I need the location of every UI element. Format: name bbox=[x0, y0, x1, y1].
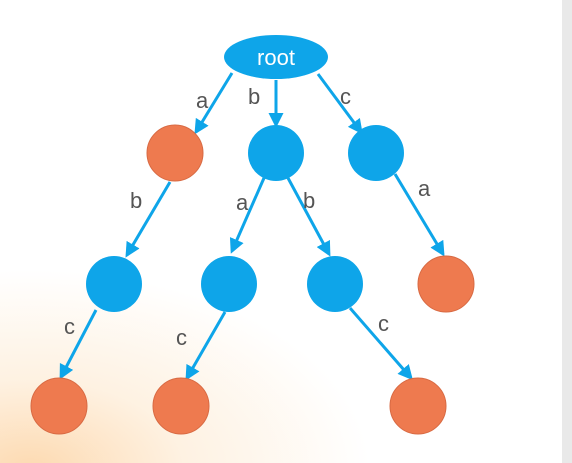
node-b bbox=[248, 125, 304, 181]
edge-a-b bbox=[125, 181, 172, 258]
node-bac-terminal bbox=[152, 377, 210, 435]
right-edge-strip bbox=[562, 0, 572, 463]
edge-b-b bbox=[286, 177, 331, 257]
node-ab bbox=[86, 256, 142, 312]
edge-ba-c bbox=[185, 311, 227, 381]
root-label: root bbox=[257, 45, 295, 70]
edge-label-bb-c: c bbox=[378, 311, 389, 336]
edge-root-c bbox=[316, 73, 363, 135]
edge-bb-c bbox=[348, 307, 413, 381]
node-a-terminal bbox=[146, 124, 204, 182]
root-node bbox=[224, 35, 328, 79]
edge-label-root-b: b bbox=[248, 84, 260, 109]
edge-ab-c bbox=[59, 309, 98, 380]
node-bb bbox=[307, 256, 363, 312]
edge-label-b-b: b bbox=[303, 188, 315, 213]
edge-label-c-a: a bbox=[418, 176, 431, 201]
edge-label-ba-c: c bbox=[176, 325, 187, 350]
edge-label-b-a: a bbox=[236, 190, 249, 215]
edge-label-ab-c: c bbox=[64, 314, 75, 339]
edge-b-a bbox=[229, 177, 266, 254]
edge-c-a bbox=[393, 173, 445, 257]
edge-label-root-a: a bbox=[196, 88, 209, 113]
node-bbc-terminal bbox=[389, 377, 447, 435]
node-ba bbox=[201, 256, 257, 312]
node-ca-terminal bbox=[417, 255, 475, 313]
node-c bbox=[348, 125, 404, 181]
edge-label-a-b: b bbox=[130, 188, 142, 213]
edge-root-a bbox=[194, 72, 234, 135]
edges bbox=[59, 72, 445, 381]
edge-label-root-c: c bbox=[340, 84, 351, 109]
node-abc-terminal bbox=[30, 377, 88, 435]
